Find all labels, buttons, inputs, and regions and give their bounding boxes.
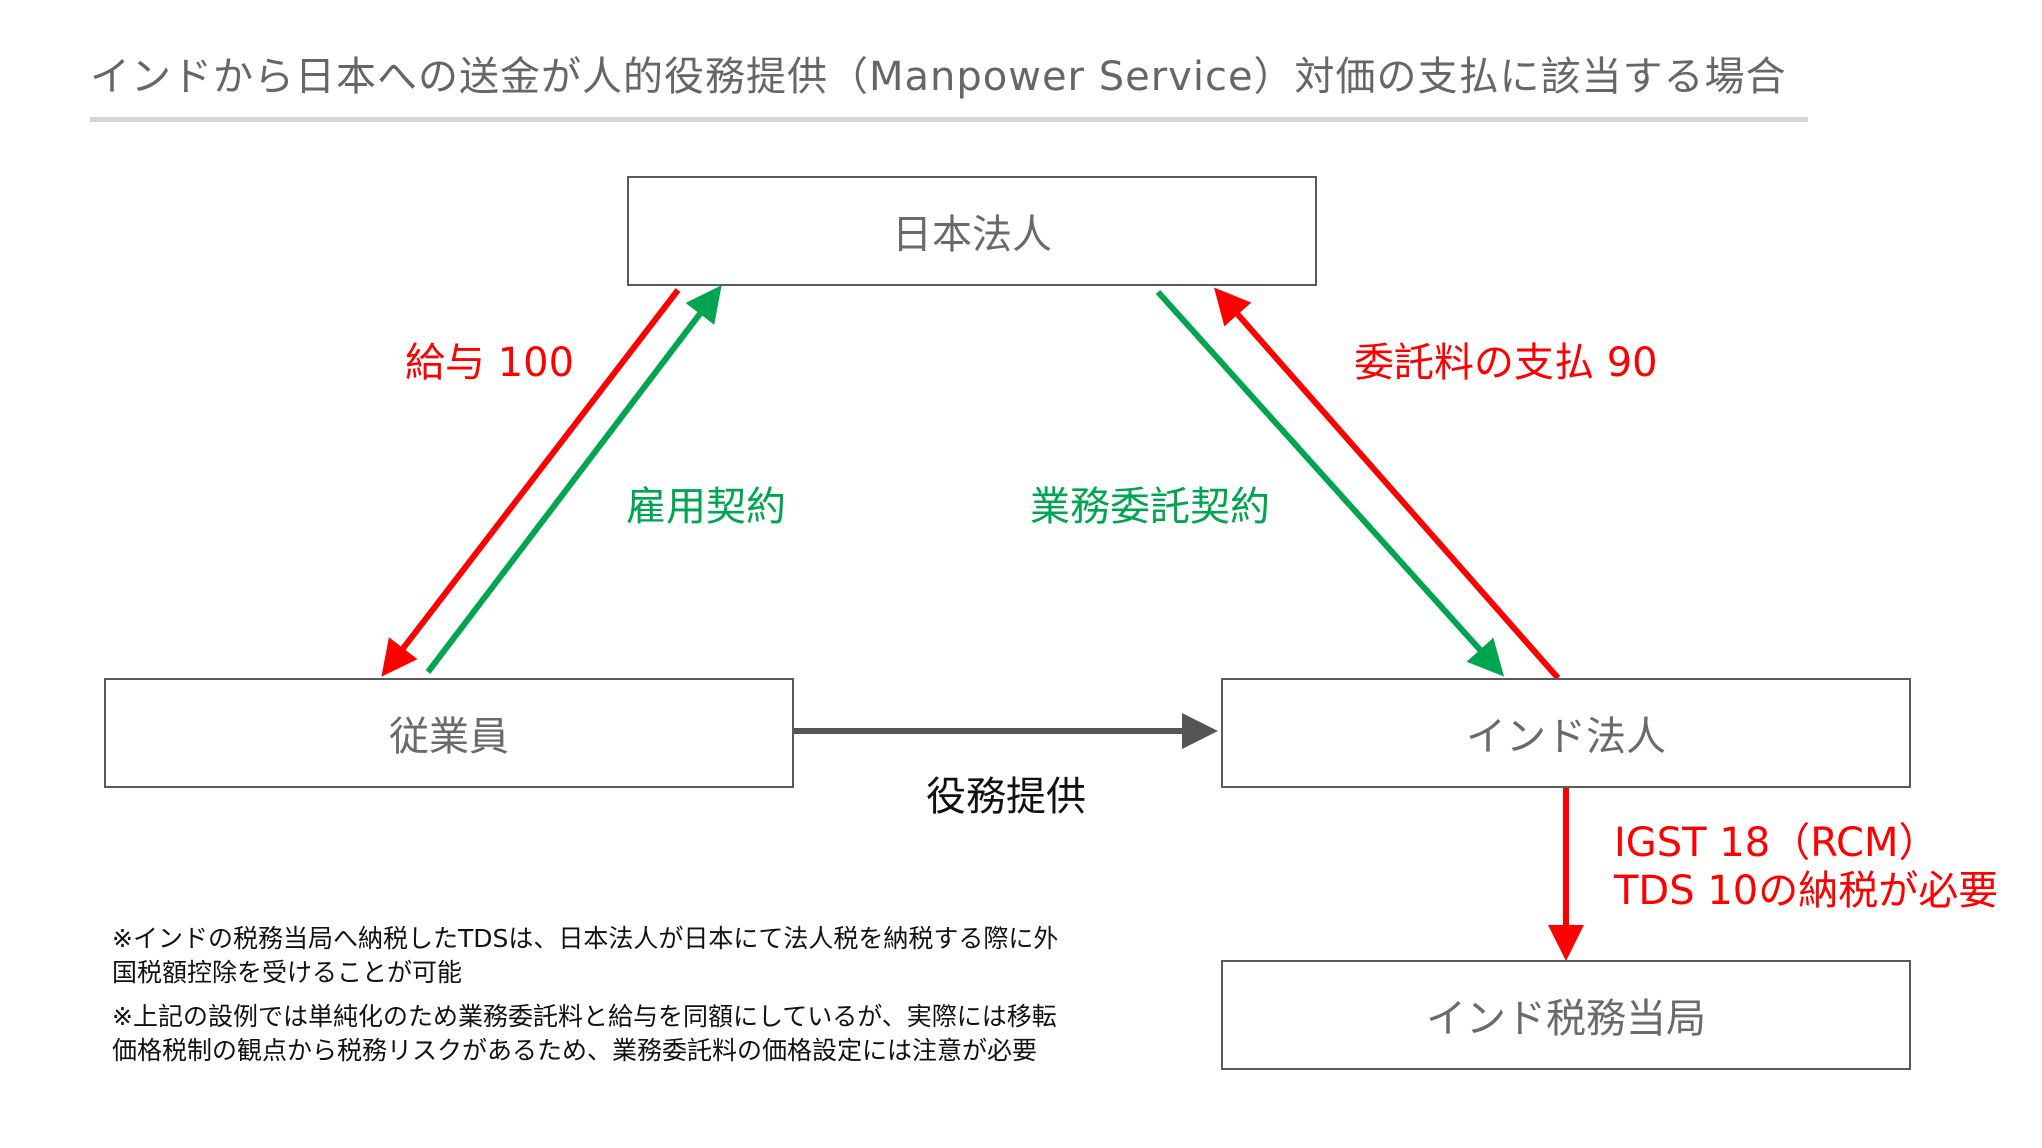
salary-arrow — [381, 288, 681, 677]
page-title: インドから日本への送金が人的役務提供（Manpower Service）対価の支… — [90, 54, 1787, 100]
note-1-line-1: ※インドの税務当局へ納税したTDSは、日本法人が日本にて法人税を納税する際に外 — [112, 924, 1059, 953]
note-2-line-2: 価格税制の観点から税務リスクがあるため、業務委託料の価格設定には注意が必要 — [112, 1036, 1038, 1065]
japan-corp-label: 日本法人 — [892, 212, 1052, 258]
note-1-line-2: 国税額控除を受けることが可能 — [112, 958, 463, 987]
employment-contract-arrow — [425, 285, 722, 674]
india-corp-label: インド法人 — [1466, 714, 1666, 760]
employment-contract-label: 雇用契約 — [626, 484, 786, 530]
note-1: ※インドの税務当局へ納税したTDSは、日本法人が日本にて法人税を納税する際に外 … — [112, 922, 1058, 990]
note-2-line-1: ※上記の設例では単純化のため業務委託料と給与を同額にしているが、実際には移転 — [112, 1002, 1057, 1031]
service-contract-label: 業務委託契約 — [1030, 484, 1270, 530]
employee-box: 従業員 — [104, 678, 794, 788]
title-underline — [90, 117, 1808, 122]
service-provision-label: 役務提供 — [926, 774, 1086, 820]
japan-corp-box: 日本法人 — [627, 176, 1317, 286]
service-contract-arrow — [1155, 289, 1505, 677]
tds-label: TDS 10の納税が必要 — [1614, 868, 1999, 914]
commission-payment-arrow — [1214, 287, 1561, 680]
india-tax-authority-box: インド税務当局 — [1221, 960, 1911, 1070]
igst-label: IGST 18（RCM） — [1614, 820, 1939, 866]
note-2: ※上記の設例では単純化のため業務委託料と給与を同額にしているが、実際には移転 価… — [112, 1000, 1057, 1068]
commission-payment-label: 委託料の支払 90 — [1354, 340, 1658, 386]
employee-label: 従業員 — [389, 714, 509, 760]
india-tax-authority-label: インド税務当局 — [1426, 996, 1706, 1042]
salary-label: 給与 100 — [405, 340, 575, 386]
india-corp-box: インド法人 — [1221, 678, 1911, 788]
